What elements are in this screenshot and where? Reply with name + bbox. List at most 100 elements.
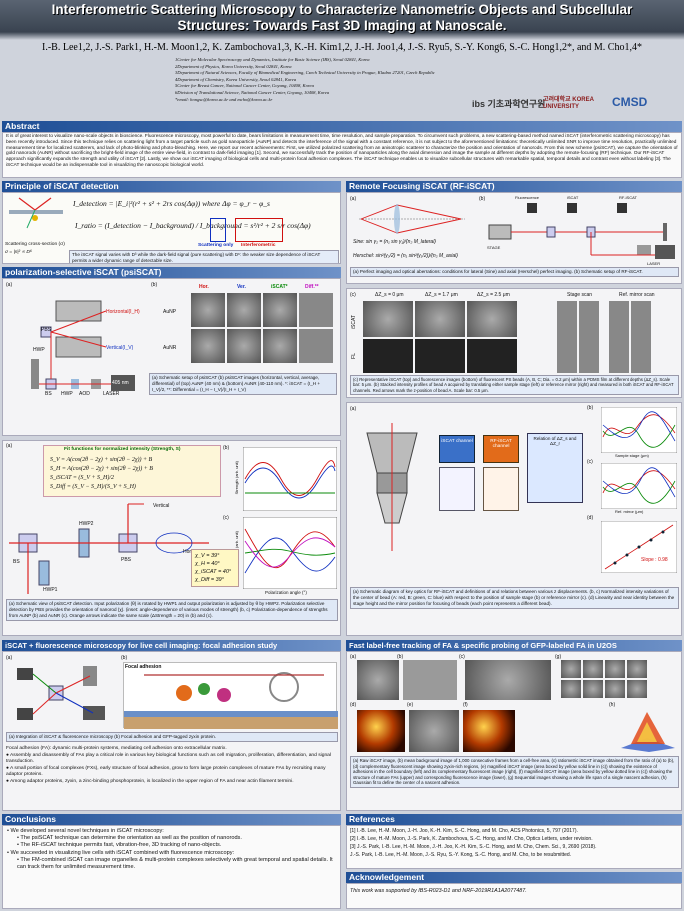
conclusion-item: • The FM-combined iSCAT can image organe… bbox=[17, 856, 333, 871]
principle-heading: Principle of iSCAT detection bbox=[2, 181, 341, 192]
mirror-scan-profile bbox=[609, 301, 629, 373]
psiscat-detection-caption: (a) Schematic view of psiSCAT detection.… bbox=[6, 599, 338, 621]
col-header-hor: Hor. bbox=[199, 284, 209, 290]
setup-label-rf-iscat: RF-iSCAT bbox=[619, 195, 637, 200]
panel-label-c: (c) bbox=[459, 654, 465, 660]
rf-iscat-caption-d: (a) Schematic diagram of key optics for … bbox=[350, 587, 679, 609]
conclusions-heading: Conclusions bbox=[2, 814, 341, 825]
linearity-plot bbox=[601, 521, 677, 573]
reference-item: J.-S. Park, I.-B. Lee, H.-M. Moon, J.-S.… bbox=[350, 852, 572, 858]
row-label-iscat: iSCAT bbox=[351, 315, 357, 330]
panel-label-a: (a) bbox=[350, 654, 357, 660]
chi-values-box: χ_V = 39° χ_H = 40° χ_iSCAT = 40° χ_Diff… bbox=[191, 549, 239, 587]
cross-section-label: Scattering cross-section (σ) bbox=[5, 242, 65, 247]
sequential-frame bbox=[583, 660, 603, 678]
panel-label-a: (a) bbox=[6, 655, 13, 661]
chi-value: χ_iSCAT = 40° bbox=[195, 569, 232, 575]
sample-stage-axis: Sample stage (μm) bbox=[615, 453, 649, 458]
fluorescence-image bbox=[415, 339, 465, 373]
panel-label-g: (g) bbox=[555, 654, 562, 660]
rf-iscat-caption-c: (c) Representative iSCAT (top) and fluor… bbox=[350, 375, 679, 396]
rf-iscat-image bbox=[363, 301, 413, 337]
rf-iscat-images-panel: (c) ΔZ_s = 0 μm ΔZ_s = 1.7 μm ΔZ_s = 2.5… bbox=[346, 288, 682, 398]
chi-value: χ_H = 40° bbox=[195, 561, 220, 567]
setup-label-fluorescence: Fluorescence bbox=[515, 195, 540, 200]
setup-label-wavelength: 405 nm bbox=[112, 380, 129, 386]
ref-mirror-intensity-plot bbox=[601, 463, 677, 509]
plot-b-ylabel: Strength (arb. unit) bbox=[234, 461, 239, 495]
psiscat-image-aunp-ver bbox=[227, 293, 261, 327]
abstract-panel: It is of great interest to visualize nan… bbox=[2, 132, 682, 178]
focal-adhesion-body: Focal adhesion (FA): dynamic multi-prote… bbox=[6, 746, 227, 751]
ibs-logo: ibs 기초과학연구원 bbox=[472, 99, 546, 109]
sequential-frame bbox=[627, 660, 647, 678]
col-header-diff: Diff.** bbox=[305, 284, 319, 290]
equation-detection: I_detection = |E_i|²(r² + s² + 2rs cos(Δ… bbox=[73, 199, 270, 208]
psiscat-image-aunp-diff bbox=[299, 293, 333, 327]
panel-label-a: (a) bbox=[6, 443, 13, 449]
setup-label-hwp: HWP bbox=[33, 347, 45, 353]
panel-label-a: (a) bbox=[350, 196, 357, 202]
focal-adhesion-diagram bbox=[123, 662, 338, 729]
depth-label: ΔZ_s = 1.7 μm bbox=[425, 292, 458, 298]
panel-label-d: (d) bbox=[587, 515, 594, 521]
acknowledgement-text: This work was supported by IBS-R023-D1 a… bbox=[350, 888, 527, 894]
fluorescence-image bbox=[467, 339, 517, 373]
fit-equation: S_H = A(cos(2θ − 2χ) + sin(2θ − 2χ)) + B bbox=[50, 466, 153, 472]
panel-label-b: (b) bbox=[479, 196, 486, 202]
ref-mirror-scan-label: Ref. mirror scan bbox=[619, 292, 655, 298]
cross-section-equation: σ = |s|² ∝ D⁶ bbox=[5, 250, 32, 255]
ratiometric-image bbox=[465, 660, 551, 700]
magnified-iscat-image bbox=[409, 710, 459, 752]
rf-iscat-setup-panel: (a) (b) Sine: sin γ₂ = (n₁ sin γ₁)/(n₂ M… bbox=[346, 192, 682, 284]
panel-label-b: (b) bbox=[397, 654, 404, 660]
principle-panel: I_detection = |E_i|²(r² + s² + 2rs cos(Δ… bbox=[2, 192, 341, 264]
tracking-caption: (a) Raw iSCAT image, (b) mean background… bbox=[350, 756, 679, 788]
col-header-iscat: iSCAT* bbox=[271, 284, 288, 290]
affiliation-email: *email: hongsc@korea.ac.kr and mcho@kore… bbox=[175, 96, 273, 102]
gaussian-fit-surface bbox=[621, 712, 675, 752]
title-band bbox=[0, 0, 684, 32]
combined-microscope-diagram bbox=[17, 666, 105, 720]
iscat-interference-diagram bbox=[9, 197, 63, 229]
focal-adhesion-bullet: ● Assembly and disassembly of FAs play a… bbox=[6, 753, 331, 765]
aunp-strength-plot bbox=[243, 447, 337, 511]
label-vertical: Vertical bbox=[153, 503, 170, 509]
label-bs: BS bbox=[13, 559, 20, 565]
psiscat-panel: (a) (b) Horizontal(I_H) Vertical(I_V) PB… bbox=[2, 278, 341, 436]
panel-label-c: (c) bbox=[223, 515, 229, 521]
panel-label-h: (h) bbox=[609, 702, 616, 708]
stage-scan-profile bbox=[579, 301, 599, 373]
conclusions-list: • We developed several novel techniques … bbox=[7, 828, 339, 871]
affiliation: 5Center for Breast Cancer, National Canc… bbox=[175, 83, 314, 89]
fit-equation: S_Diff = (S_V − S_H)/(S_V + S_H) bbox=[50, 484, 136, 490]
aunr-strength-plot bbox=[243, 517, 337, 589]
iscat-channel-box: iSCAT channel bbox=[439, 435, 475, 463]
horizontal-channel-label: Horizontal(I_H) bbox=[106, 309, 140, 315]
row-label-fl: FL bbox=[351, 353, 357, 359]
depth-label: ΔZ_s = 0 μm bbox=[375, 292, 404, 298]
objective-diagram bbox=[366, 423, 418, 551]
chi-value: χ_Diff = 39° bbox=[195, 577, 224, 583]
row-label-aunr: AuNR bbox=[163, 345, 177, 351]
sequential-frame bbox=[561, 680, 581, 698]
interferometric-box bbox=[235, 218, 283, 242]
psiscat-image-aunr-ver bbox=[227, 329, 261, 363]
herschel-condition: Herschel: sin²(γ₂/2) = (n₁ sin²(γ₁/2))/(… bbox=[353, 253, 458, 259]
title-band-fade bbox=[0, 32, 684, 40]
rf-iscat-image bbox=[415, 301, 465, 337]
cmsd-logo: CMSD bbox=[612, 95, 648, 109]
references-panel: [1] I.-B. Lee, H.-M. Moon, J.-H. Joo, K.… bbox=[346, 825, 682, 869]
fit-function-box: Fit functions for normalized intensity (… bbox=[43, 445, 221, 497]
rf-iscat-analysis-panel: (a) iSCAT channel RF-iSCAT channel Relat… bbox=[346, 402, 682, 636]
rf-iscat-image bbox=[467, 301, 517, 337]
scattering-only-label: Scattering only bbox=[198, 243, 234, 248]
psiscat-detection-panel: (a) (b) (c) Fit functions for normalized… bbox=[2, 440, 341, 636]
psiscat-image-aunr-iscat bbox=[263, 329, 297, 363]
tracking-panel: (a) (b) (c) (d) (e) (f) (g) (h) (a) Raw … bbox=[346, 651, 682, 811]
plot-xlabel: Polarization angle (°) bbox=[265, 590, 307, 595]
references-heading: References bbox=[346, 814, 682, 825]
scattering-only-box bbox=[210, 218, 226, 242]
equation-ratio: I_ratio = (I_detection − I_background) /… bbox=[75, 221, 311, 230]
label-hwp1: HWP1 bbox=[43, 587, 58, 593]
